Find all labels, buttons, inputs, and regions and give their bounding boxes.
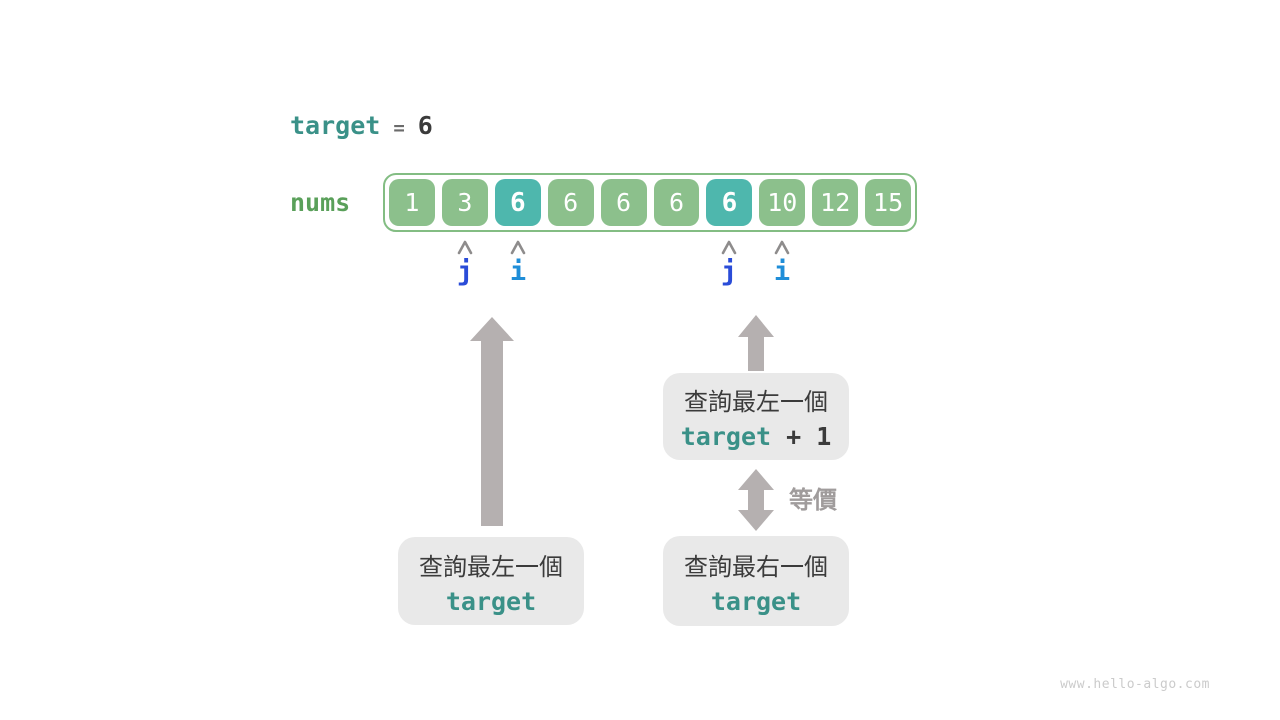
- double-arrow-icon: [738, 469, 774, 531]
- array-cell: 6: [653, 179, 700, 226]
- target-assignment: target = 6: [290, 111, 433, 140]
- note-code: target: [445, 586, 537, 616]
- pointer-letter: j: [720, 256, 738, 287]
- array-cell: 15: [865, 179, 912, 226]
- caret-up-icon: [774, 240, 790, 255]
- equivalence-label: 等價: [789, 486, 837, 514]
- array-cell: 6: [706, 179, 753, 226]
- pointer-letter: i: [773, 256, 791, 287]
- note-query-leftmost-target-plus-one: 查詢最左一個 target + 1: [663, 373, 849, 460]
- array-cell: 6: [547, 179, 594, 226]
- array-cell: 3: [441, 179, 488, 226]
- pointer-i: i: [757, 240, 807, 285]
- note-query-rightmost-target: 查詢最右一個 target: [663, 536, 849, 626]
- array-cell: 10: [759, 179, 806, 226]
- pointer-j: j: [704, 240, 754, 285]
- note-code: target: [710, 586, 802, 616]
- target-value: 6: [417, 111, 433, 140]
- target-variable: target: [290, 111, 381, 140]
- note-code: target + 1: [680, 422, 832, 451]
- pointer-j: j: [440, 240, 490, 285]
- note-text: 查詢最左一個: [419, 552, 563, 581]
- pointer-letter: j: [456, 256, 474, 287]
- caret-up-icon: [721, 240, 737, 255]
- note-text: 查詢最右一個: [684, 552, 828, 581]
- watermark: www.hello-algo.com: [1060, 677, 1210, 692]
- note-text: 查詢最左一個: [684, 388, 828, 416]
- equals-sign: =: [393, 117, 405, 139]
- nums-label: nums: [290, 188, 351, 217]
- up-arrow-left: [470, 317, 514, 526]
- caret-up-icon: [457, 240, 473, 255]
- array-cell: 6: [494, 179, 541, 226]
- array-cell: 6: [600, 179, 647, 226]
- up-arrow-right: [738, 315, 774, 371]
- caret-up-icon: [510, 240, 526, 255]
- note-query-leftmost-target: 查詢最左一個 target: [398, 537, 584, 625]
- pointer-i: i: [493, 240, 543, 285]
- pointer-letter: i: [509, 256, 527, 287]
- array-cell: 12: [812, 179, 859, 226]
- array-cell: 1: [389, 179, 435, 226]
